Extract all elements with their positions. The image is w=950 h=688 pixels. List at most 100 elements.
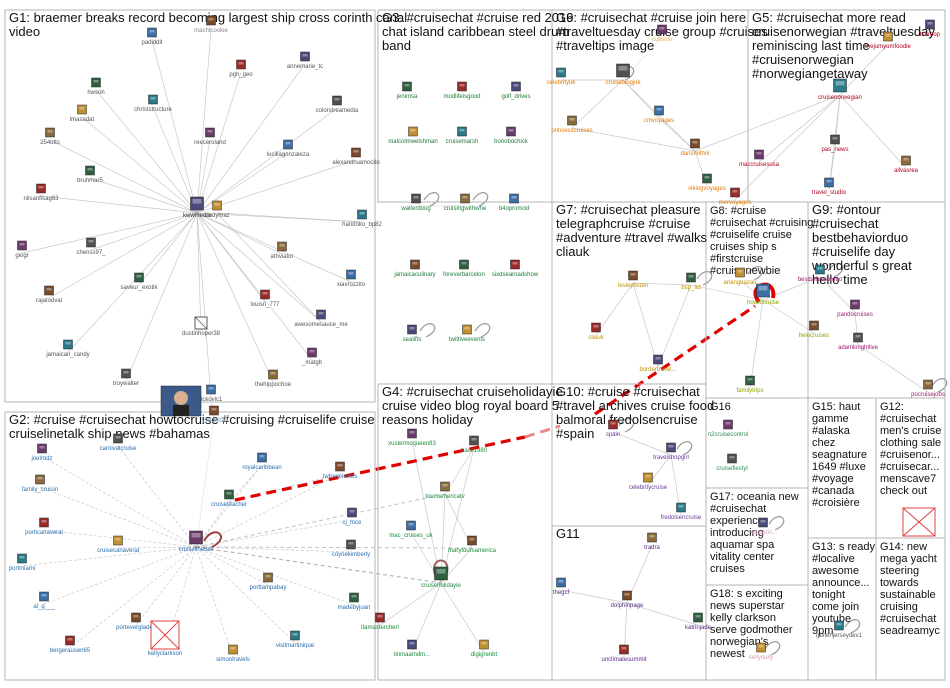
node-gunenjerseydev1[interactable]: gunenjerseydev1 bbox=[816, 620, 863, 639]
node-_matgb[interactable]: _matgb bbox=[301, 347, 323, 366]
node-n2cruisecontrol[interactable]: n2cruisecontrol bbox=[708, 419, 749, 438]
node-cruisecanaveral[interactable]: cruisecanaveral bbox=[97, 535, 139, 554]
node-troywalter[interactable]: troywalter bbox=[113, 368, 139, 387]
node-lesleybstan[interactable]: lesleybstan bbox=[618, 270, 648, 289]
node-lickovic1[interactable]: lickovic1 bbox=[200, 384, 223, 403]
node-mac_cruises_uk[interactable]: mac_cruises_uk bbox=[389, 520, 434, 539]
node-dolphinpage[interactable]: dolphinpage bbox=[611, 590, 644, 609]
node-pgh_geo[interactable]: pgh_geo bbox=[229, 59, 253, 78]
node-royalcaribbean[interactable]: royalcaribbean bbox=[242, 452, 282, 471]
node-xustermcqueen83[interactable]: xustermcqueen83 bbox=[388, 428, 437, 447]
node-adamknightlive[interactable]: adamknightlive bbox=[838, 332, 879, 351]
node-christstructure[interactable]: christstructure bbox=[134, 94, 172, 113]
node-saveur_exotik[interactable]: saveur_exotik bbox=[120, 272, 159, 291]
node-tradra[interactable]: tradra bbox=[644, 532, 660, 551]
node-carnivalcruise[interactable]: carnivalcruise bbox=[100, 433, 137, 452]
node-cruisemarsh[interactable]: cruisemarsh bbox=[446, 126, 479, 145]
node-cmvoyages[interactable]: cmvoyages bbox=[644, 105, 674, 124]
node-machtcookie[interactable]: machtcookie bbox=[194, 15, 229, 34]
node-kellydaily[interactable]: kellydaily bbox=[749, 642, 773, 661]
node-cruiseblogjuk[interactable]: cruiseblogjuk bbox=[605, 63, 642, 86]
node-lmasadat[interactable]: lmasadat bbox=[70, 104, 95, 123]
node-celebrityuk[interactable]: celebrityuk bbox=[547, 67, 577, 86]
node-coynekimberly[interactable]: coynekimberly bbox=[332, 539, 370, 558]
node-bonobochick[interactable]: bonobochick bbox=[494, 126, 529, 145]
node-toursamericatv[interactable]: toursamericatv bbox=[425, 481, 465, 500]
node-simontravels[interactable]: simontravels bbox=[216, 644, 250, 663]
node-digigrenbt[interactable]: digigrenbt bbox=[471, 639, 498, 658]
node-cruisingwithwhe[interactable]: cruisingwithwhe bbox=[444, 193, 487, 212]
node-portmiami[interactable]: portmiami bbox=[9, 553, 35, 572]
node-reeceroland[interactable]: reeceroland bbox=[194, 127, 226, 146]
node-kellyclarkson[interactable]: kellyclarkson bbox=[148, 620, 182, 657]
node-joelrodz[interactable]: joelrodz bbox=[30, 443, 53, 462]
node-porticanaveral[interactable]: porticanaveral bbox=[25, 517, 63, 536]
node-familytrips[interactable]: familytrips bbox=[736, 375, 764, 394]
node-regalprin[interactable]: regalprin... bbox=[749, 517, 778, 536]
node-tinmaamdm[interactable]: tinmaamdm... bbox=[394, 639, 431, 658]
node-family_cruisin[interactable]: family_cruisin bbox=[22, 474, 58, 493]
node-kwwmedia[interactable]: kwwmedia bbox=[183, 196, 212, 219]
node-golf_drives[interactable]: golf_drives bbox=[501, 81, 531, 100]
node-pas_news[interactable]: pas_news bbox=[821, 134, 849, 153]
node-luciliagonzaleza[interactable]: luciliagonzaleza bbox=[267, 139, 310, 158]
node-twtravelnews[interactable]: twtravelnews bbox=[323, 461, 358, 480]
node-marytoursamerica[interactable]: marytoursamerica bbox=[448, 535, 497, 554]
node-254otts[interactable]: 254otts bbox=[40, 127, 60, 146]
node-annemarie_tc[interactable]: annemarie_tc bbox=[287, 51, 323, 70]
node-thegcf[interactable]: thegcf bbox=[553, 577, 570, 596]
node-jamaicaculinary[interactable]: jamaicaculinary bbox=[393, 259, 436, 278]
node-porttampabay[interactable]: porttampabay bbox=[250, 572, 287, 591]
node-cliauk[interactable]: cliauk bbox=[588, 322, 605, 341]
node-jenimsa[interactable]: jenimsa bbox=[396, 81, 418, 100]
node-back1980[interactable]: back1980 bbox=[461, 435, 488, 454]
node-colorstreamedia[interactable]: colorstreamedia bbox=[316, 95, 359, 114]
node-al_g[interactable]: al_g___ bbox=[33, 591, 55, 610]
node-cruiseteacher[interactable]: cruiseteacher bbox=[211, 489, 247, 508]
node-cindymaz[interactable]: cindymaz bbox=[204, 200, 230, 219]
node-travel_studio[interactable]: travel_studio bbox=[812, 177, 847, 196]
node-vikingvoyages[interactable]: vikingvoyages bbox=[688, 173, 726, 192]
node-giogr[interactable]: giogr bbox=[15, 240, 29, 259]
node-alexandruamocito[interactable]: alexandruamocito bbox=[332, 147, 380, 166]
node-jamaican_candy[interactable]: jamaican_candy bbox=[45, 339, 90, 358]
node-rajatodval[interactable]: rajatodval bbox=[36, 285, 62, 304]
node-princesscruises[interactable]: princesscruises bbox=[551, 115, 593, 134]
node-louisn_777[interactable]: louisn_777 bbox=[250, 289, 280, 308]
node-b4opromod[interactable]: b4opromod bbox=[499, 193, 529, 212]
node-handoko_bp82[interactable]: handoko_bp82 bbox=[342, 209, 383, 228]
node-cruiselinetalk[interactable]: cruiselinetalk bbox=[179, 530, 215, 553]
node-itamastercheri[interactable]: itamastercheri bbox=[361, 612, 399, 631]
node-ananguazau[interactable]: ananguazau bbox=[723, 267, 757, 286]
node-dustinhoper38[interactable]: dustinhoper38 bbox=[182, 316, 221, 337]
node-cultsolo[interactable]: cultsolo bbox=[652, 24, 673, 43]
node-howtocruise[interactable]: howtocruise bbox=[747, 283, 780, 306]
node-visitmartinique[interactable]: visitmartinique bbox=[276, 630, 315, 649]
node-porteverglades[interactable]: porteverglades bbox=[116, 612, 156, 631]
node-unclimatesummit[interactable]: unclimatesummit bbox=[601, 644, 647, 663]
node-maccruisesusa[interactable]: maccruisesusa bbox=[739, 149, 780, 168]
node-helocruises[interactable]: helocruises bbox=[799, 320, 829, 339]
node-thehippochoe[interactable]: thehippochoe bbox=[255, 369, 292, 388]
node-sixdsearoadshow[interactable]: sixdsearoadshow bbox=[492, 259, 539, 278]
node-katrinjade[interactable]: katrinjade bbox=[685, 612, 712, 631]
node-madebyjuan[interactable]: madebyjuan bbox=[338, 592, 371, 611]
node-celebritycruise[interactable]: celebritycruise bbox=[629, 472, 668, 491]
node-tvaroop[interactable]: tvaroop bbox=[920, 19, 941, 38]
node-sealifts[interactable]: sealifts bbox=[403, 324, 422, 343]
node-walterdoug[interactable]: walterdoug bbox=[400, 193, 431, 212]
node-cj_mce[interactable]: cj_mce bbox=[342, 507, 362, 526]
node-travelshopgirl[interactable]: travelshopgirl bbox=[653, 442, 689, 461]
node-mervoyages[interactable]: mervoyages bbox=[719, 187, 752, 206]
node-padiddit[interactable]: padiddit bbox=[141, 27, 163, 46]
node-thejumyumfoodie[interactable]: thejumyumfoodie bbox=[865, 31, 912, 50]
node-cruiseholidayie[interactable]: cruiseholidayie bbox=[421, 566, 462, 589]
node-pocruisejobs[interactable]: pocruisejobs bbox=[911, 379, 945, 398]
node-chenss97_[interactable]: chenss97_ bbox=[76, 237, 106, 256]
node-allvasrea[interactable]: allvasrea bbox=[894, 155, 919, 174]
node-cruisefiestyl[interactable]: cruisefiestyl bbox=[716, 453, 748, 472]
node-york1980[interactable]: york1980 bbox=[202, 405, 227, 424]
node-bestbehaviorduo[interactable]: bestbehaviorduo bbox=[798, 264, 843, 283]
node-bordertravel[interactable]: bordertravel... bbox=[639, 354, 677, 373]
node-foreverbarcelon[interactable]: foreverbarcelon bbox=[443, 259, 485, 278]
